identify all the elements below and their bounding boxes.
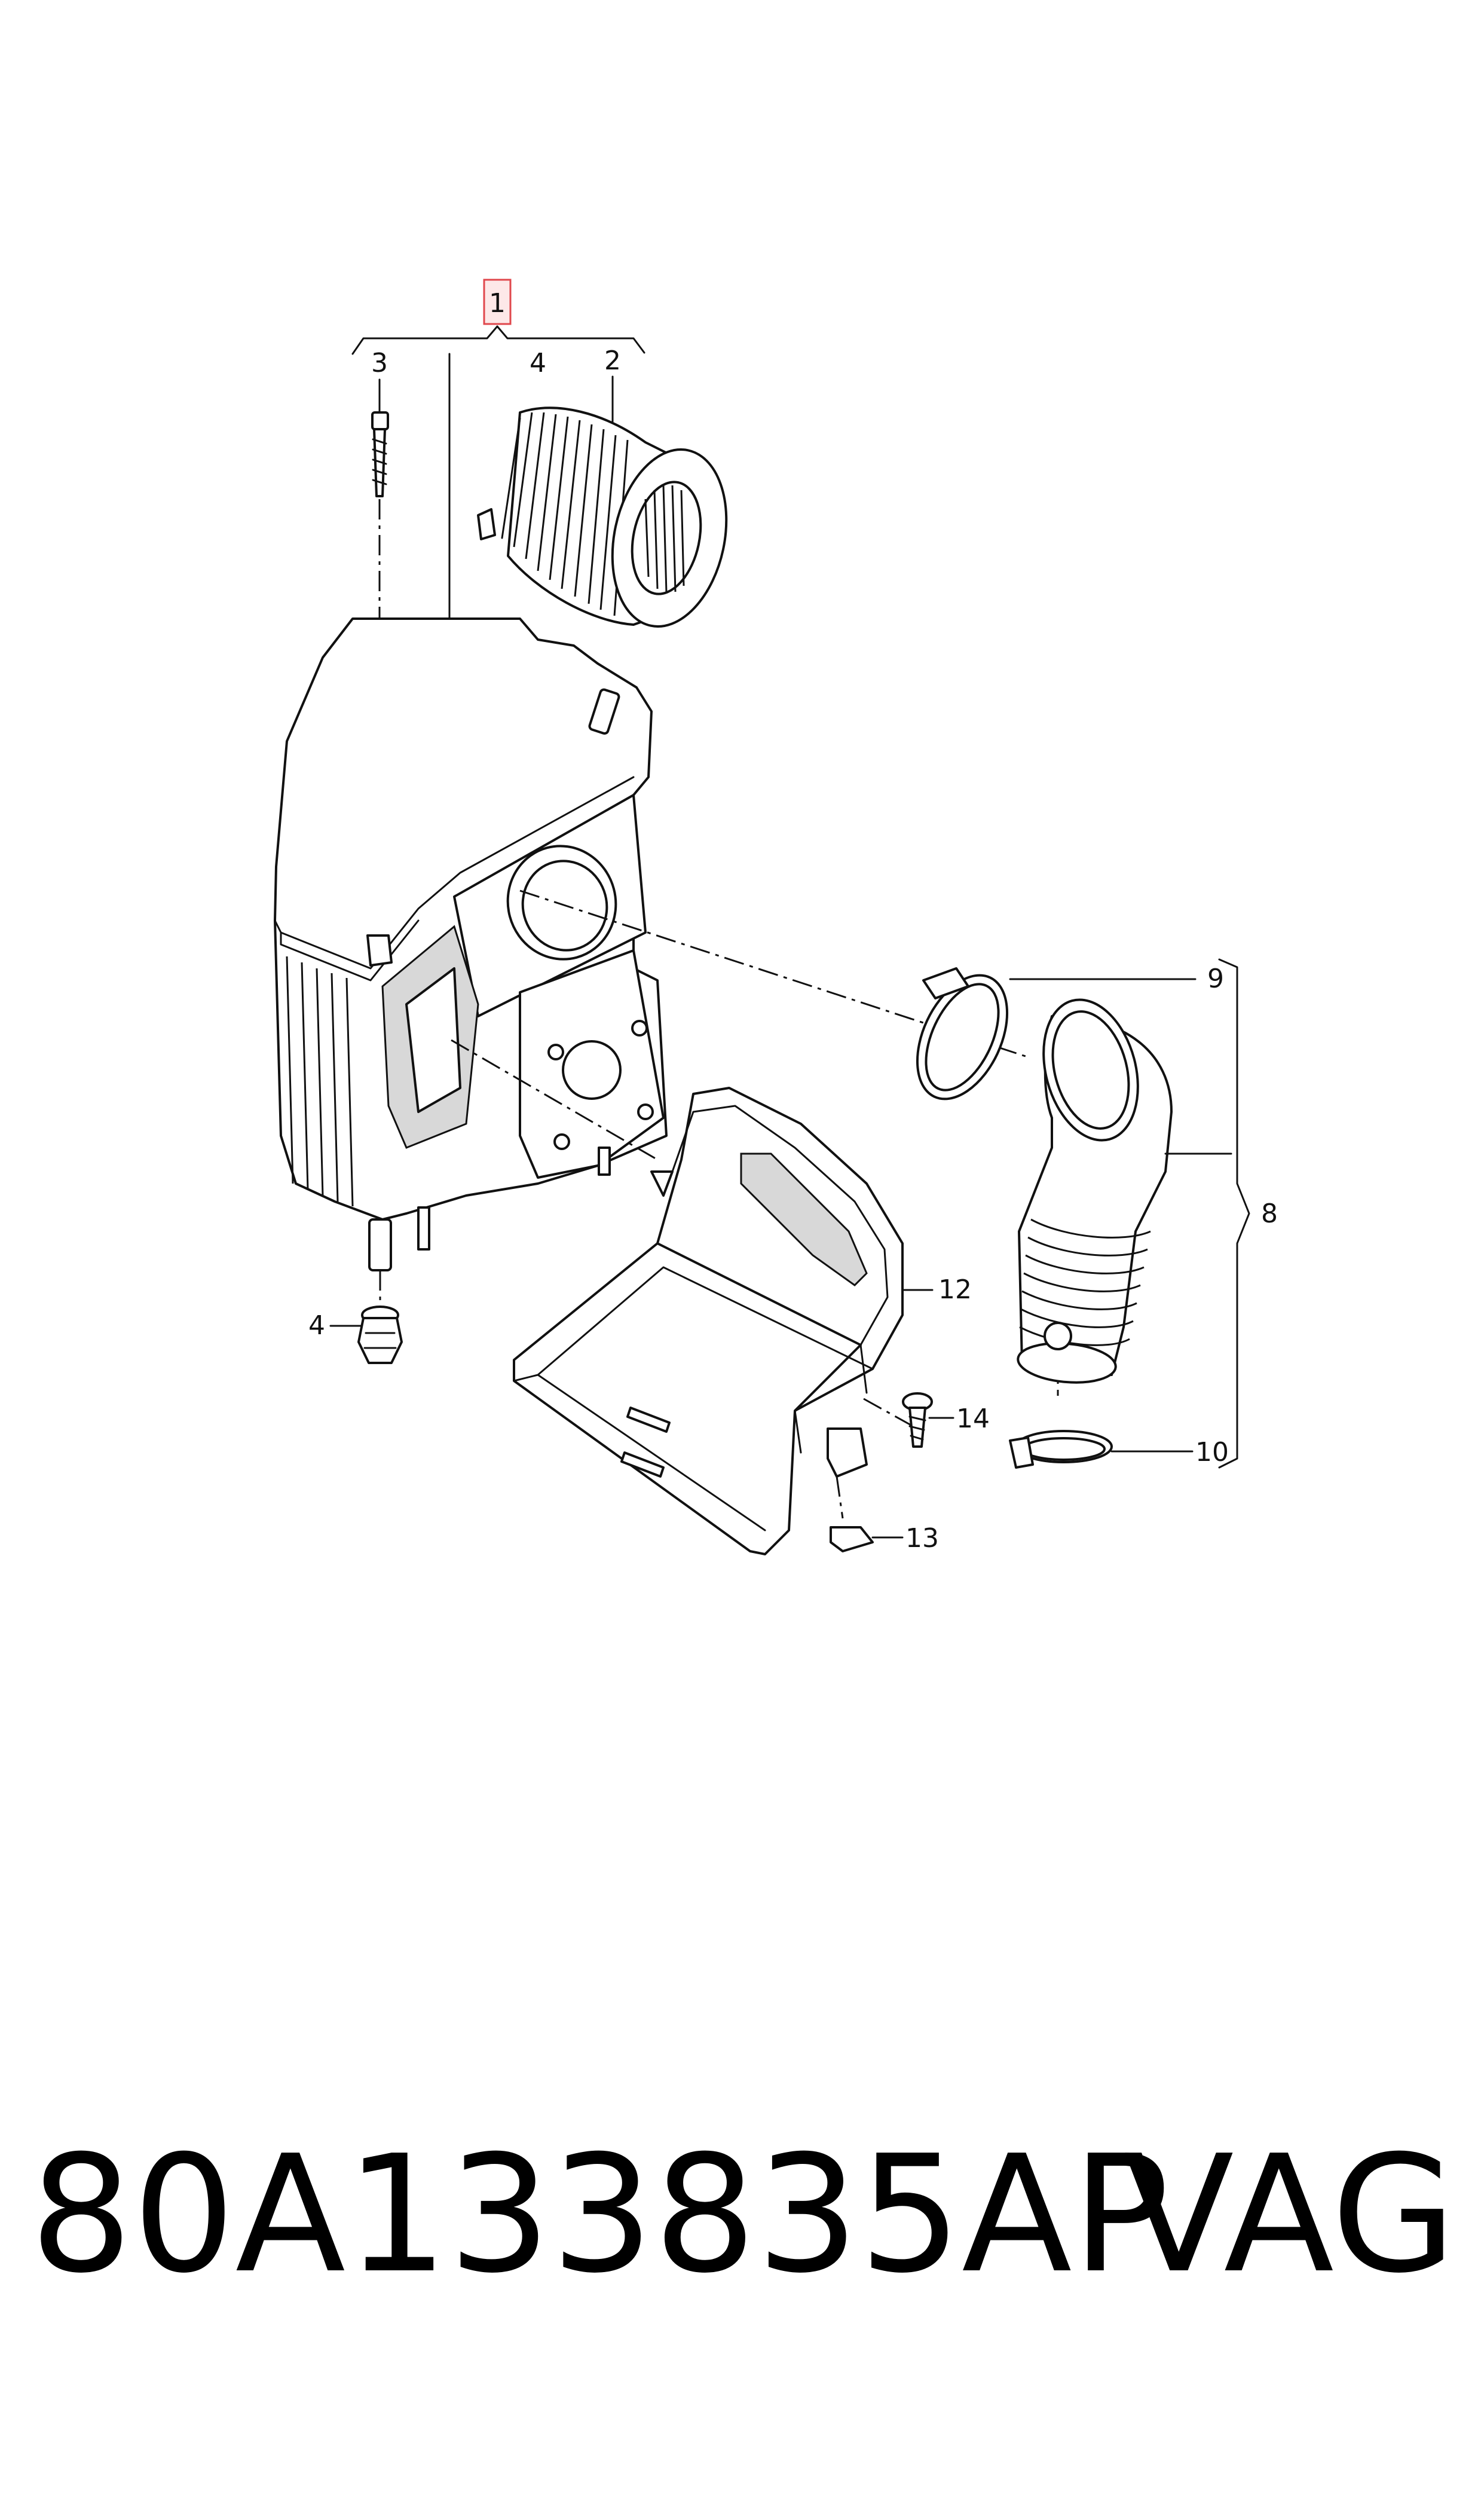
svg-text:9: 9 (1207, 964, 1224, 994)
svg-text:14: 14 (956, 1404, 990, 1434)
svg-text:12: 12 (938, 1274, 972, 1305)
group-bracket-8 (1218, 958, 1250, 1469)
caption: 80A133835AP VAG (0, 2116, 1484, 2313)
callout-4-bottom[interactable]: 4 (308, 1310, 325, 1341)
part-number: 80A133835AP (30, 2120, 1170, 2309)
callout-13[interactable]: 13 (905, 1523, 939, 1554)
callout-10[interactable]: 10 (1195, 1437, 1229, 1468)
screw-14 (902, 1392, 933, 1448)
callout-3[interactable]: 3 (371, 348, 388, 378)
svg-text:10: 10 (1195, 1437, 1229, 1468)
svg-text:8: 8 (1261, 1199, 1278, 1229)
hose-clamp-10 (1009, 1430, 1113, 1469)
speed-clip-13 (830, 1526, 874, 1552)
callout-14[interactable]: 14 (956, 1404, 990, 1434)
callout-4-top[interactable]: 4 (530, 348, 546, 378)
air-filter-housing (274, 617, 668, 1271)
svg-text:1: 1 (489, 288, 506, 319)
svg-text:4: 4 (530, 348, 546, 378)
svg-text:3: 3 (371, 348, 388, 378)
air-filter-element-2 (477, 406, 728, 628)
screw-3 (371, 411, 389, 497)
svg-text:2: 2 (604, 346, 621, 376)
callout-2[interactable]: 2 (604, 346, 621, 376)
air-intake-duct-12 (513, 1087, 904, 1555)
callout-1[interactable]: 1 (483, 279, 512, 325)
group-bracket-1 (351, 325, 645, 355)
callout-9[interactable]: 9 (1207, 964, 1224, 994)
hose-clamp-9 (916, 967, 1009, 1100)
svg-text:13: 13 (905, 1523, 939, 1554)
svg-text:4: 4 (308, 1310, 325, 1341)
callout-12[interactable]: 12 (938, 1274, 972, 1305)
callout-8[interactable]: 8 (1261, 1199, 1278, 1229)
rubber-grommet-4 (357, 1306, 403, 1364)
brand-name: VAG (1124, 2120, 1457, 2309)
intake-hose-8 (1017, 998, 1173, 1384)
